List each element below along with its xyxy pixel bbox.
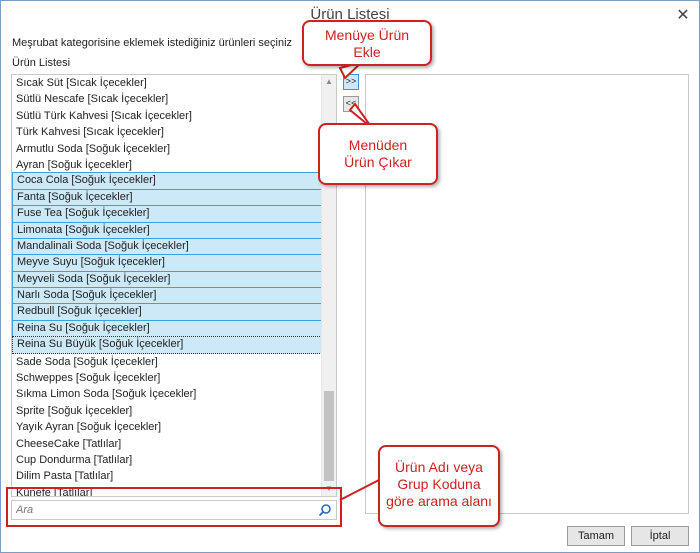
remove-from-menu-button[interactable]: <<: [343, 96, 359, 112]
product-list-item[interactable]: Reina Su [Soğuk İçecekler]: [12, 319, 322, 338]
product-list-item[interactable]: Ayran [Soğuk İçecekler]: [16, 158, 132, 171]
callout-add-line: Ekle: [353, 44, 381, 60]
product-list-item[interactable]: Reina Su Büyük [Soğuk İçecekler]: [12, 336, 322, 354]
product-list-item[interactable]: Meyve Suyu [Soğuk İçecekler]: [12, 254, 322, 272]
callout-search-line: Grup Koduna: [397, 476, 481, 492]
search-input[interactable]: [16, 503, 306, 517]
callout-add: Menüye Ürün Ekle: [302, 20, 432, 66]
product-list-item[interactable]: Sütlü Nescafe [Sıcak İçecekler]: [16, 93, 169, 106]
callout-remove: Menüden Ürün Çıkar: [318, 123, 438, 185]
instruction-text: Meşrubat kategorisine eklemek istediğini…: [12, 37, 293, 49]
product-list-item[interactable]: Mandalinali Soda [Soğuk İçecekler]: [12, 237, 322, 256]
product-list-item[interactable]: Narlı Soda [Soğuk İçecekler]: [12, 287, 322, 305]
product-list-items: Sıcak Süt [Sıcak İçecekler] Sütlü Nescafe…: [12, 75, 322, 497]
product-list-item[interactable]: Cup Dondurma [Tatlılar]: [16, 453, 133, 466]
product-list-item[interactable]: CheeseCake [Tatlılar]: [16, 437, 122, 450]
product-list-item[interactable]: Coca Cola [Soğuk İçecekler]: [12, 172, 322, 190]
product-list-item[interactable]: Türk Kahvesi [Sıcak İçecekler]: [16, 126, 164, 139]
callout-remove-line: Ürün Çıkar: [344, 154, 412, 170]
product-list-item[interactable]: Dilim Pasta [Tatlılar]: [16, 470, 114, 483]
product-list-item[interactable]: Sade Soda [Soğuk İçecekler]: [16, 355, 158, 368]
ok-button[interactable]: Tamam: [567, 526, 625, 546]
product-list-item[interactable]: Sıkma Limon Soda [Soğuk İçecekler]: [16, 388, 197, 401]
product-list-item[interactable]: Sıcak Süt [Sıcak İçecekler]: [16, 77, 147, 89]
product-list-item[interactable]: Sütlü Türk Kahvesi [Sıcak İçecekler]: [16, 109, 192, 122]
callout-search: Ürün Adı veya Grup Koduna göre arama ala…: [378, 445, 500, 527]
cancel-button[interactable]: İptal: [631, 526, 689, 546]
add-to-menu-button[interactable]: >>: [343, 74, 359, 90]
product-list-item[interactable]: Armutlu Soda [Soğuk İçecekler]: [16, 142, 171, 155]
search-box: [11, 500, 337, 520]
product-listbox[interactable]: Sıcak Süt [Sıcak İçecekler] Sütlü Nescafe…: [11, 74, 337, 497]
search-icon[interactable]: [318, 503, 332, 517]
callout-remove-line: Menüden: [348, 137, 408, 153]
product-list-label: Ürün Listesi: [12, 57, 71, 69]
window-title: Ürün Listesi: [310, 6, 390, 23]
product-list-item[interactable]: Sprite [Soğuk İçecekler]: [16, 404, 133, 417]
callout-add-line: Menüye Ürün: [324, 27, 410, 43]
product-list-item[interactable]: Schweppes [Soğuk İçecekler]: [16, 372, 161, 385]
scroll-up-arrow-icon[interactable]: ▲: [325, 77, 333, 86]
product-list-item[interactable]: Limonata [Soğuk İçecekler]: [12, 221, 322, 239]
product-list-item[interactable]: Meyveli Soda [Soğuk İçecekler]: [12, 270, 322, 289]
product-list-item[interactable]: Redbull [Soğuk İçecekler]: [12, 303, 322, 321]
scroll-thumb[interactable]: [324, 391, 334, 481]
product-list-item[interactable]: Künefe [Tatlılar]: [16, 486, 93, 497]
close-icon[interactable]: ✕: [676, 7, 690, 24]
callout-search-line: göre arama alanı: [386, 493, 492, 509]
product-list-item[interactable]: Yayık Ayran [Soğuk İçecekler]: [16, 421, 162, 434]
product-list-item[interactable]: Fuse Tea [Soğuk İçecekler]: [12, 205, 322, 223]
product-list-item[interactable]: Fanta [Soğuk İçecekler]: [12, 188, 322, 207]
search-highlight-frame: [6, 487, 342, 527]
callout-search-line: Ürün Adı veya: [395, 459, 483, 475]
